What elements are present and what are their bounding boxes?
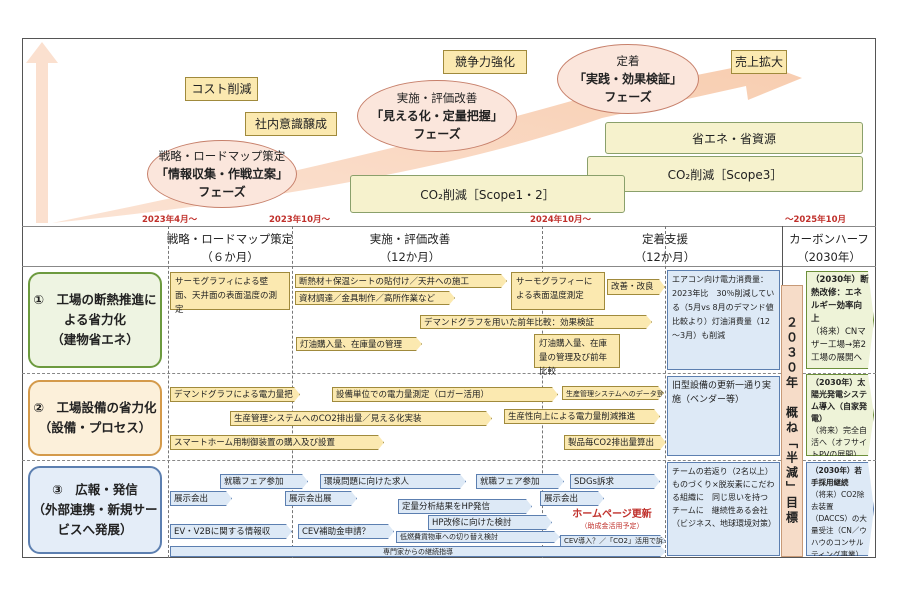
- task-job-fair-2: 就職フェア参加: [476, 474, 564, 489]
- outcome-insulation: （2030年）断熱改修：エネルギー効率向上 （将来）CNマザー工場→第2工場の展…: [806, 271, 874, 369]
- bar-co2-scope3: CO₂削減［Scope3］: [587, 156, 863, 192]
- phase-visualize-bottom: フェーズ: [413, 127, 461, 141]
- grid-line-4: [665, 226, 666, 558]
- phase-strategy: 戦略・ロードマップ策定 「情報収集・作戦立案」 フェーズ: [147, 140, 297, 208]
- timeline-col-carbon-half-duration: （2030年）: [797, 250, 861, 264]
- task-insulation-install: 断熱材＋保温シートの貼付け／天井への施工: [295, 274, 507, 288]
- task-improve: 改善・改良: [607, 279, 665, 295]
- task-expo-2: 展示会出展: [285, 491, 357, 506]
- task-expo-1: 展示会出: [170, 491, 232, 506]
- phase-practice-main: 「実践・効果検証」: [573, 72, 682, 86]
- tag-cost: コスト削減: [185, 77, 258, 101]
- task-thermography-walls: サーモグラフィによる壁面、天井面の表面温度の測定: [170, 272, 290, 315]
- phase-visualize-main: 「見える化・定量把握」: [371, 109, 503, 123]
- timeline-bottom-line: [22, 266, 876, 267]
- timeline-col-implement-duration: （12か月）: [379, 250, 441, 264]
- result-aircon-reduction: エアコン向け電力消費量：2023年比 30％削減している（5月vs 8月のデマン…: [667, 270, 780, 370]
- task-oil-management: 灯油購入量、在庫量の管理: [296, 337, 422, 351]
- timeline-col-carbon-half-name: カーボンハーフ: [789, 232, 869, 246]
- timeline-col-support-duration: （12か月）: [634, 250, 696, 264]
- date-2024-10: 2024年10月～: [530, 215, 591, 225]
- category-equipment-line1: ② 工場設備の省力化: [33, 400, 157, 415]
- outcome-insulation-title: （2030年）断熱改修：エネルギー効率向上: [811, 275, 869, 324]
- phase-practice-bottom: フェーズ: [604, 90, 652, 104]
- category-insulation-line3: （建物省エネ）: [51, 332, 139, 347]
- category-pr-line2: （外部連携・新規サー: [32, 502, 158, 517]
- timeline-col-strategy-name: 戦略・ロードマップ策定: [166, 232, 294, 246]
- result-team: チームの若返り（2名以上）ものづくり×脱炭素にこだわる組織に 同じ思いを持つチー…: [667, 462, 780, 556]
- grid-line-1: [168, 226, 169, 558]
- task-oil-comparison: 灯油購入量、在庫量の管理及び前年比較: [534, 334, 620, 377]
- task-mgmt-co2: 生産管理システムへのCO2排出量／見える化実装: [230, 411, 492, 426]
- tag-awareness: 社内意識醸成: [245, 112, 337, 136]
- phase-practice-top: 定着: [616, 54, 640, 68]
- timeline-top-line: [22, 226, 876, 227]
- task-productivity: 生産性向上による電力量削減推進: [504, 409, 660, 424]
- timeline-col-implement-name: 実施・評価改善: [369, 232, 451, 246]
- task-low-fuel-vehicle: 低燃費貨物車への切り替え検討: [396, 531, 560, 543]
- task-ev-v2b: EV・V2Bに関する情報収: [170, 524, 292, 539]
- task-material-procurement: 資材調達／金具制作／高所作業など: [295, 291, 455, 305]
- bar-energy-saving: 省エネ・省資源: [605, 122, 863, 154]
- category-insulation-line1: ① 工場の断熱推進に: [33, 292, 157, 307]
- category-equipment-line2: （設備・プロセス）: [38, 420, 152, 435]
- row-separator-1: [22, 373, 876, 374]
- task-hp-quant: 定量分析結果をHP発信: [398, 499, 532, 514]
- bar-co2-scope12: CO₂削減［Scope1・2］: [350, 175, 625, 213]
- task-product-co2: 製品毎CO2排出量算出: [564, 435, 666, 450]
- row-separator-2: [22, 460, 876, 461]
- timeline-col-strategy: 戦略・ロードマップ策定 （６か月）: [160, 230, 300, 266]
- phase-strategy-main: 「情報収集・作戦立案」: [155, 167, 288, 181]
- date-2023-10: 2023年10月～: [269, 215, 330, 225]
- task-env-recruit: 環境問題に向けた求人: [320, 474, 466, 489]
- target-2030-half: ２０３０年 概ね「半減」目標: [781, 285, 803, 557]
- task-job-fair-1: 就職フェア参加: [220, 474, 308, 489]
- tag-competitiveness: 競争力強化: [443, 50, 527, 74]
- outcome-solar: （2030年）太陽光発電システム導入（自家発電） （将来）完全自活へ（オフサイト…: [806, 374, 874, 456]
- task-sdgs: SDGs訴求: [570, 474, 660, 489]
- phase-practice: 定着 「実践・効果検証」 フェーズ: [557, 44, 699, 114]
- task-equipment-measure: 設備単位での電力量測定（ロガー活用）: [332, 387, 558, 402]
- phase-visualize: 実施・評価改善 「見える化・定量把握」 フェーズ: [357, 80, 517, 152]
- task-demand-verify: デマンドグラフを用いた前年比較：効果検証: [420, 315, 652, 329]
- phase-visualize-top: 実施・評価改善: [396, 91, 478, 105]
- outcome-recruit: （2030年）若手採用継続 （将来）CO2除去装置（DACCS）の大量受注（CN…: [806, 462, 874, 556]
- task-mgmt-data-entry: 生産管理システムへのデータ登: [562, 386, 664, 400]
- diagram-frame: [22, 38, 876, 558]
- category-pr-line1: ③ 広報・発信: [52, 482, 138, 497]
- timeline-col-carbon-half: カーボンハーフ （2030年）: [782, 230, 876, 266]
- category-insulation-line2: よる省力化: [63, 312, 127, 327]
- task-expert-guidance: 専門家からの継続指導: [170, 546, 666, 557]
- tag-sales: 売上拡大: [731, 50, 787, 74]
- task-smart-home: スマートホーム用制御装置の購入及び設置: [170, 435, 384, 450]
- task-hp-review: HP改修に向けた検討: [428, 515, 552, 530]
- timeline-col-strategy-duration: （６か月）: [201, 250, 259, 264]
- task-hp-update: ホームページ更新 （助成金活用予定）: [560, 508, 664, 534]
- timeline-col-implement: 実施・評価改善 （12か月）: [350, 230, 470, 266]
- date-2025-10: ～2025年10月: [785, 215, 846, 225]
- category-pr: ③ 広報・発信 （外部連携・新規サー ビスへ発展）: [28, 466, 162, 554]
- task-thermography-surface: サーモグラフィーによる表面温度測定: [511, 272, 605, 310]
- task-cev-subsidy: CEV補助金申請？: [298, 524, 394, 539]
- phase-strategy-top: 戦略・ロードマップ策定: [158, 149, 286, 163]
- outcome-recruit-title: （2030年）若手採用継続: [811, 466, 862, 487]
- phase-strategy-bottom: フェーズ: [198, 185, 246, 199]
- category-equipment: ② 工場設備の省力化 （設備・プロセス）: [28, 380, 162, 456]
- result-equipment-renewal: 旧型設備の更新一通り実施（ベンダー等）: [667, 376, 780, 456]
- outcome-solar-title: （2030年）太陽光発電システム導入（自家発電）: [811, 378, 867, 423]
- task-hp-update-note: （助成金活用予定）: [580, 522, 644, 530]
- outcome-recruit-body: （将来）CO2除去装置（DACCS）の大量受注（CN／ウハウのコンサルティング事…: [811, 490, 867, 559]
- outcome-insulation-body: （将来）CNマザー工場→第2工場の展開へ: [811, 327, 867, 363]
- task-demand-graph: デマンドグラフによる電力量把: [170, 387, 300, 402]
- task-hp-update-title: ホームページ更新: [572, 509, 652, 520]
- date-start: 2023年4月～: [142, 215, 198, 225]
- outcome-solar-body: （将来）完全自活へ（オフサイトPVの展開）: [811, 426, 867, 459]
- task-expo-3: 展示会出: [540, 491, 604, 506]
- category-insulation: ① 工場の断熱推進に よる省力化 （建物省エネ）: [28, 272, 162, 368]
- task-cev-intro: CEV導入？／「CO2」活用で訴求: [560, 535, 666, 547]
- category-pr-line3: ビスへ発展）: [57, 522, 133, 537]
